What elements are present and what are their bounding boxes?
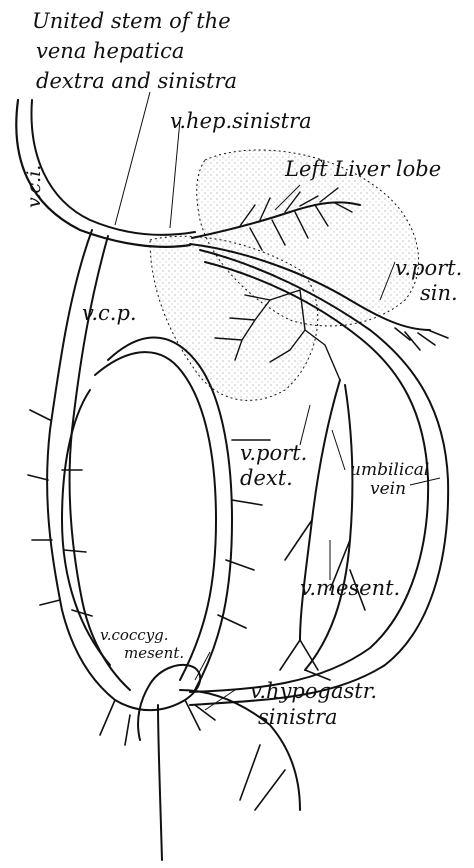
label-united-stem-line2: vena hepatica	[36, 39, 184, 63]
label-umbilical-line1: umbilical	[350, 460, 429, 480]
mesenteric-branches	[280, 520, 365, 680]
branch	[240, 745, 285, 810]
label-vcoccyg-line2: mesent.	[124, 644, 184, 662]
cardinal-vein-left	[62, 390, 110, 665]
branch	[395, 328, 448, 350]
label-umbilical-line2: vein	[370, 479, 406, 499]
label-vhypogastr-line2: sinistra	[258, 705, 338, 729]
tail-vein	[158, 705, 162, 860]
label-vhep-sinistra: v.hep.sinistra	[170, 109, 312, 133]
mesenteric-vein	[305, 385, 352, 670]
label-united-stem-line3: dextra and sinistra	[36, 69, 237, 93]
label-vci: v.c.i.	[23, 165, 45, 208]
label-vhypogastr-line1: v.hypogastr.	[250, 679, 377, 703]
label-united-stem-line1: United stem of the	[32, 9, 231, 33]
label-vmesent: v.mesent.	[300, 576, 400, 600]
label-vport-sin-line2: sin.	[420, 281, 458, 305]
label-vport-dext-line2: dext.	[240, 466, 293, 490]
label-vport-dext-line1: v.port.	[240, 441, 307, 465]
label-vcp: v.c.p.	[82, 301, 137, 325]
label-left-liver-lobe: Left Liver lobe	[284, 157, 441, 181]
label-vcoccyg-line1: v.coccyg.	[100, 626, 169, 644]
branch	[62, 470, 92, 616]
label-vport-sin-line1: v.port.	[395, 256, 462, 280]
